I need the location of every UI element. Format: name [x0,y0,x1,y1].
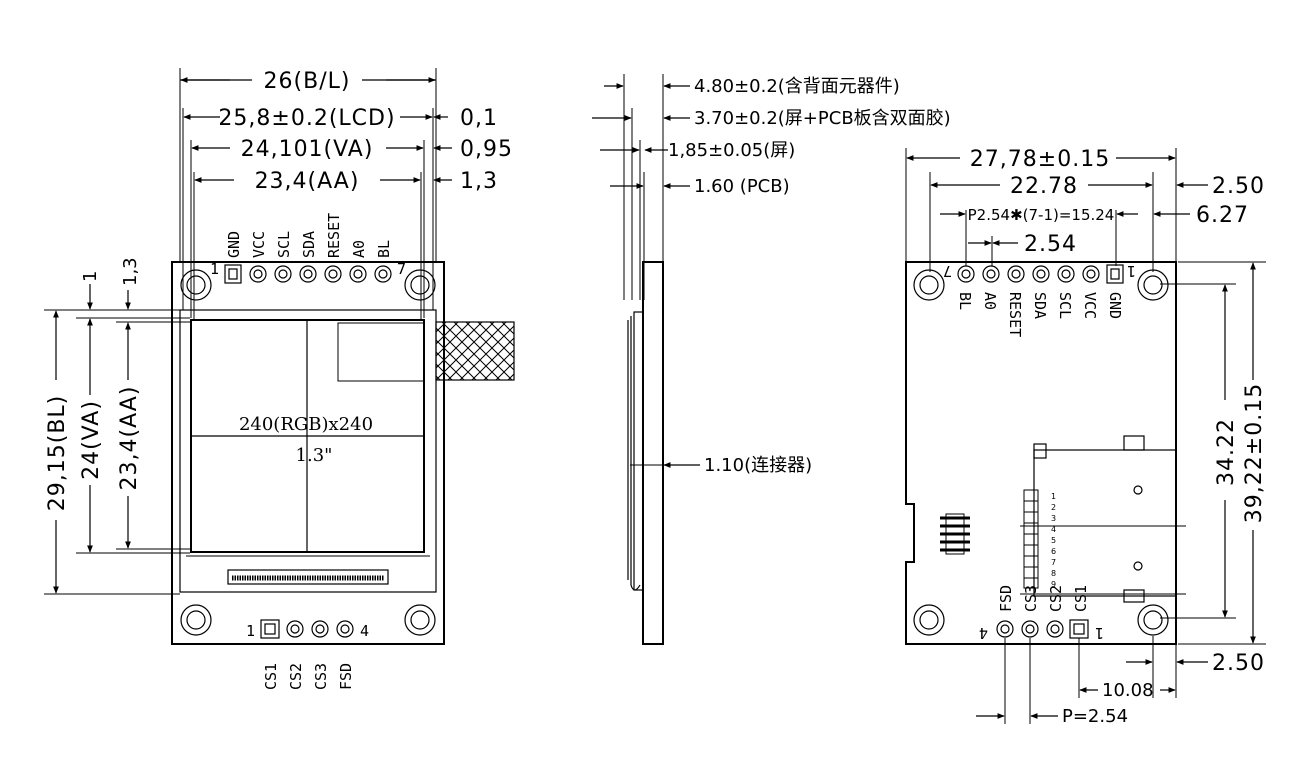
back-width: 27,78±0.15 [970,147,1110,172]
front-bottom-pin-fsd: FSD [337,663,355,690]
front-bottom-pin-cs1: CS1 [262,663,280,690]
front-top-pin-a0: A0 [350,240,368,258]
front-width-lcd: 25,8±0.2(LCD) [218,106,395,131]
back-bottom-pin-cs2: CS2 [1047,585,1065,612]
sd-pin-5: 5 [1051,536,1056,545]
back-top-pin-reset: RESET [1006,292,1024,337]
back-hole-vertical: 34.22 [1214,418,1239,486]
back-pitch: 2.54 [1024,232,1077,257]
side-pcb-thickness: 1.60 (PCB) [694,176,790,197]
back-view: 27,78±0.15 22.78 2.50 P2.54✱(7-1)=15.24 … [905,147,1267,727]
back-bottom-pin-first-number: 4 [979,624,988,642]
back-bottom-pin-last-number: 1 [1095,624,1104,642]
sd-pin-8: 8 [1051,569,1056,578]
front-bottom-pin-last-number: 4 [360,622,369,640]
front-offset-13: 1,3 [460,169,498,194]
back-top-pin-scl: SCL [1056,292,1074,319]
front-bottom-pin-cs2: CS2 [287,663,305,690]
sd-contacts [1023,489,1039,589]
back-bottom-pin-fsd: FSD [997,585,1015,612]
back-top-pin-first-number: 7 [943,262,952,280]
front-bottom-pin-first-number: 1 [246,622,255,640]
front-width-bl: 26(B/L) [264,69,351,94]
back-top-pin-vcc: VCC [1081,292,1099,319]
back-top-pin-a0: A0 [981,292,999,310]
front-left-offset-1: 1 [80,271,101,282]
sd-pin-3: 3 [1051,514,1056,523]
back-bottom-pitch: P=2.54 [1062,706,1128,727]
front-top-pin-bl: BL [375,240,393,258]
side-connector-thickness: 1.10(连接器) [704,455,812,476]
front-offset-01: 0,1 [460,106,498,131]
front-top-pin-last-number: 7 [397,260,406,278]
sd-pin-1: 1 [1051,492,1056,501]
front-top-pin-first-number: 1 [210,260,219,278]
front-left-offset-13: 1,3 [120,257,141,286]
front-height-bl: 29,15(BL) [45,395,70,512]
back-top-pin-gnd: GND [1106,292,1124,319]
sd-pin-9: 9 [1051,580,1056,589]
side-screen-thickness: 1,85±0.05(屏) [668,140,795,161]
back-bottom-pin-cs3: CS3 [1022,585,1040,612]
sd-pin-6: 6 [1051,547,1056,556]
display-diagonal: 1.3" [296,445,333,466]
side-total-thickness: 4.80±0.2(含背面元器件) [694,76,900,97]
back-top-pin-bl: BL [956,292,974,310]
front-height-va: 24(VA) [79,400,104,480]
display-resolution: 240(RGB)x240 [239,414,373,435]
sd-pin-2: 2 [1051,503,1056,512]
front-height-aa: 23,4(AA) [117,386,142,491]
front-top-pin-sda: SDA [300,231,318,258]
front-top-pin-vcc: VCC [250,231,268,258]
back-pin-offset: 10.08 [1102,680,1154,701]
side-screen-pcb-thickness: 3.70±0.2(屏+PCB板含双面胶) [694,108,951,129]
side-view: 4.80±0.2(含背面元器件) 3.70±0.2(屏+PCB板含双面胶) 1,… [592,74,951,645]
ic-component [940,513,970,555]
back-right-edge: 2.50 [1212,174,1265,199]
back-top-pin-last-number: 1 [1127,262,1136,280]
back-top-pin-sda: SDA [1031,292,1049,319]
back-bottom-pin-cs1: CS1 [1072,585,1090,612]
back-height: 39,22±0.15 [1242,383,1267,523]
front-top-pin-reset: RESET [325,213,343,258]
front-view: 26(B/L) 25,8±0.2(LCD) 0,1 24,101(VA) 0,9… [44,66,515,690]
front-top-pin-scl: SCL [275,231,293,258]
sd-pin-7: 7 [1051,558,1056,567]
back-right-pin-offset: 6.27 [1196,203,1249,228]
front-bottom-pin-cs3: CS3 [312,663,330,690]
front-top-pin-gnd: GND [225,231,243,258]
front-offset-095: 0,95 [460,137,513,162]
back-bottom-edge: 2.50 [1212,651,1265,676]
back-hole-span: 22.78 [1010,174,1078,199]
sd-pin-4: 4 [1051,525,1056,534]
front-width-va: 24,101(VA) [241,137,374,162]
front-width-aa: 23,4(AA) [255,169,360,194]
back-pitch-span: P2.54✱(7-1)=15.24 [968,206,1115,224]
